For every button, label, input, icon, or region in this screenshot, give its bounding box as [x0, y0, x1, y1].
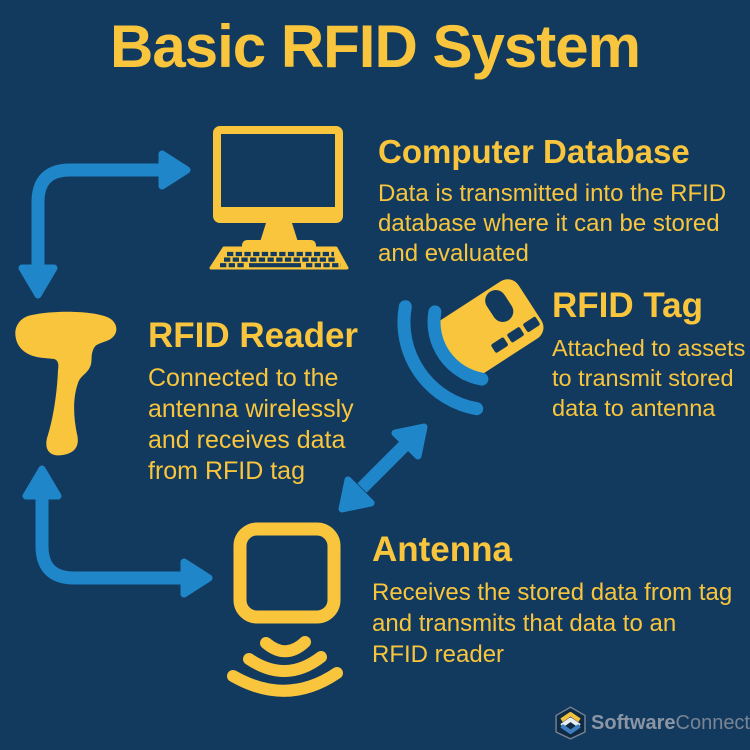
rfid-tag-line: Attached to assets — [552, 335, 746, 361]
software-connect-logo: SoftwareConnect — [554, 698, 750, 748]
rfid-reader-heading: RFID Reader — [148, 316, 359, 355]
arrow-reader-computer-icon — [18, 150, 191, 299]
logo-text-bold: Software — [591, 711, 676, 734]
rfid-reader-line: from RFID tag — [148, 457, 305, 485]
rfid-tag-block: RFID Tag Attached to assets to transmit … — [552, 287, 745, 423]
arrow-reader-antenna-icon — [22, 465, 213, 598]
antenna-block: Antenna Receives the stored data from ta… — [372, 531, 732, 670]
rfid-tag-heading: RFID Tag — [552, 286, 704, 325]
computer-database-line: database where it can be stored — [378, 210, 720, 237]
computer-database-line: Data is transmitted into the RFID — [378, 180, 727, 207]
computer-monitor-icon — [209, 126, 349, 270]
computer-database-heading: Computer Database — [378, 133, 690, 170]
rfid-tag-line: to transmit stored — [552, 365, 734, 391]
rfid-reader-line: Connected to the — [148, 364, 339, 392]
logo-text-regular: Connect — [675, 711, 750, 734]
software-connect-wordmark: SoftwareConnect — [591, 712, 750, 735]
computer-database-block: Computer Database Data is transmitted in… — [378, 133, 726, 269]
antenna-heading: Antenna — [372, 530, 512, 569]
handheld-scanner-icon — [15, 311, 117, 456]
antenna-signal-waves-icon — [227, 636, 343, 697]
antenna-line: and transmits that data to an — [372, 610, 677, 637]
computer-database-line: and evaluated — [378, 240, 529, 267]
antenna-line: Receives the stored data from tag — [372, 579, 733, 606]
arrow-antenna-tag-icon — [338, 423, 428, 513]
rfid-reader-block: RFID Reader Connected to the antenna wir… — [148, 317, 358, 487]
antenna-line: RFID reader — [372, 641, 505, 668]
page-title: Basic RFID System — [110, 13, 641, 80]
software-connect-hexagon-icon — [555, 706, 586, 740]
rfid-tag-card-icon — [432, 279, 544, 381]
antenna-square-icon — [233, 522, 341, 624]
rfid-reader-line: and receives data — [148, 426, 346, 454]
tag-signal-waves-icon — [397, 300, 489, 416]
rfid-tag-line: data to antenna — [552, 395, 716, 421]
rfid-reader-line: antenna wirelessly — [148, 395, 354, 423]
